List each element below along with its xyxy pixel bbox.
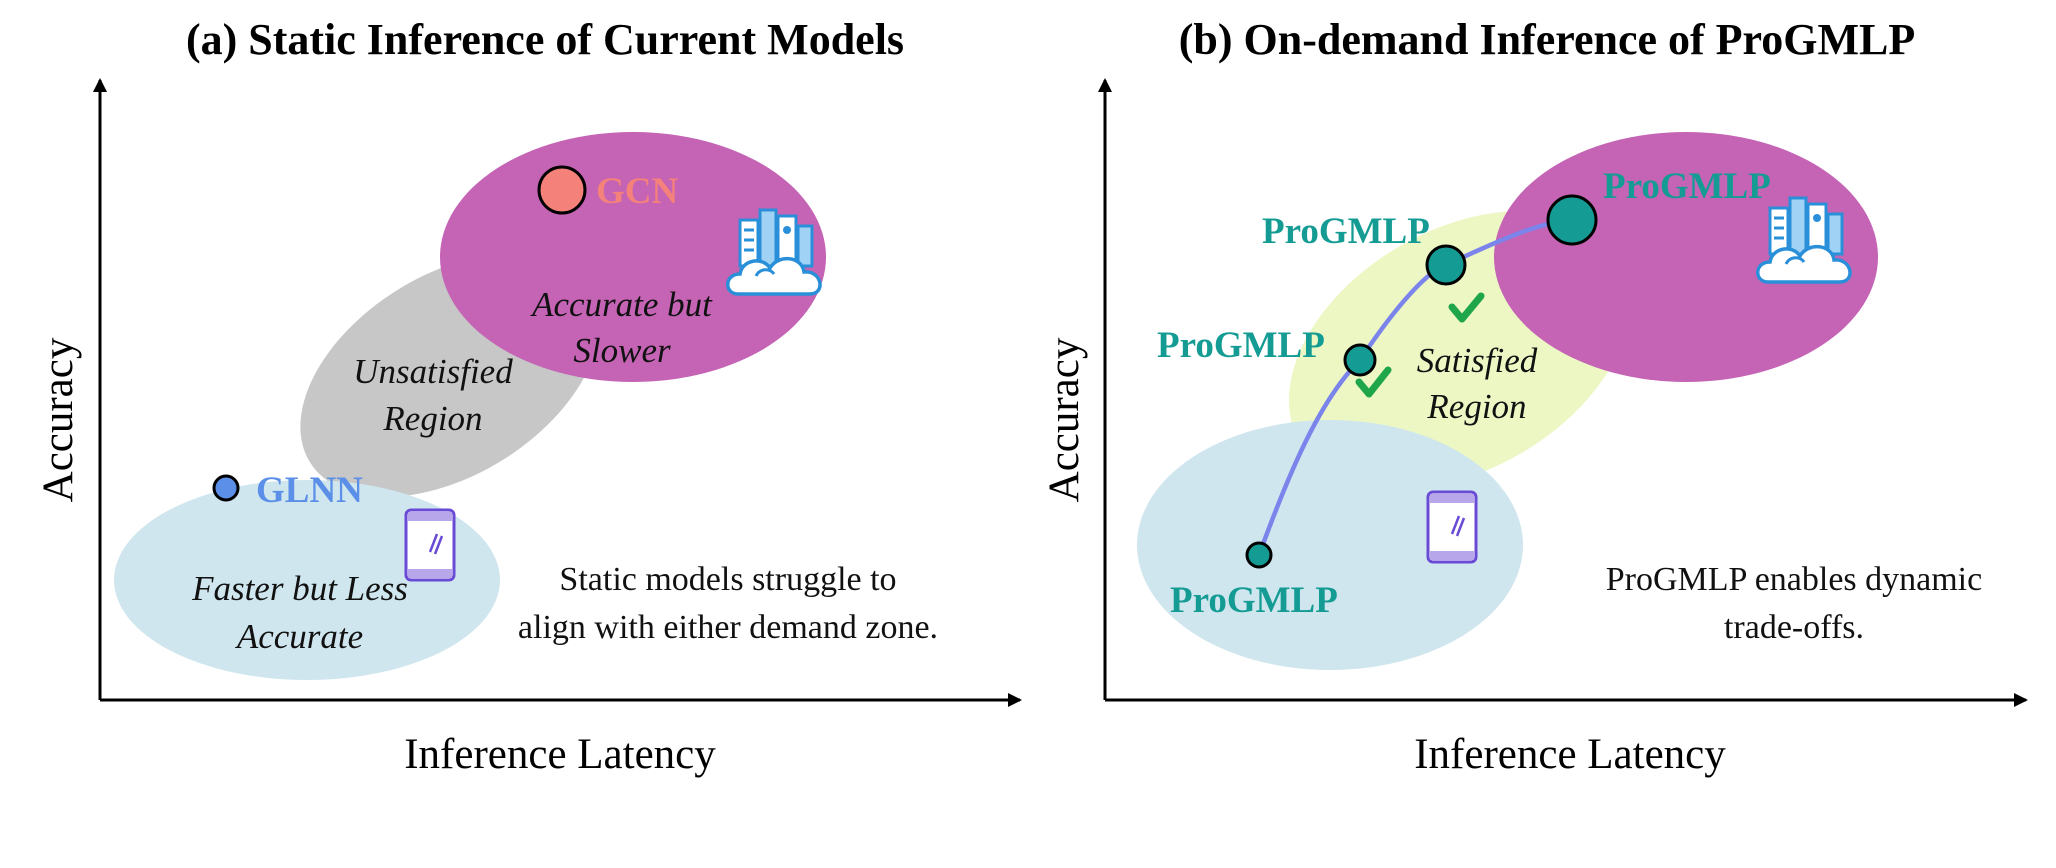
progmlp-label-4: ProGMLP [1603,166,1771,207]
satisfied-region-label-line1: Satisfied [1417,341,1538,380]
panel-b-title: (b) On-demand Inference of ProGMLP [1179,15,1916,64]
gcn-label: GCN [596,171,679,212]
progmlp-marker-1 [1245,541,1273,569]
satisfied-region-label-line2: Region [1426,387,1526,426]
progmlp-marker-2 [1343,343,1377,377]
x-axis-label: Inference Latency [1414,731,1726,778]
device-region [114,480,500,680]
panel-b-caption-line2: trade-offs. [1724,609,1864,646]
progmlp-label-2: ProGMLP [1157,325,1325,366]
device-region-label-line2: Accurate [235,617,363,656]
device-region [1137,420,1523,670]
glnn-label: GLNN [256,470,363,511]
panel-a-caption-line1: Static models struggle to [559,561,896,598]
smartphone-icon [404,508,456,582]
panel-b-caption-line1: ProGMLP enables dynamic [1606,561,1982,598]
smartphone-icon [1426,490,1478,564]
progmlp-label-1: ProGMLP [1170,580,1338,621]
unsatisfied-region-label-line1: Unsatisfied [353,352,513,391]
device-region-label-line1: Faster but Less [191,569,408,608]
x-axis-label: Inference Latency [404,731,716,778]
panel-a: (a) Static Inference of Current Models I… [35,15,1022,778]
server-region-label-line2: Slower [573,331,671,370]
checkmark-icon [1355,366,1392,398]
panel-a-title: (a) Static Inference of Current Models [186,15,904,64]
panel-b: (b) On-demand Inference of ProGMLP Infer… [1041,15,2028,778]
server-region [1494,132,1878,382]
server-region-label-line1: Accurate but [530,285,713,324]
progmlp-marker-4 [1546,194,1598,246]
server-region [440,132,826,382]
unsatisfied-region-label-line2: Region [382,399,482,438]
progmlp-marker-3 [1425,244,1467,286]
y-axis-label: Accuracy [35,337,82,502]
progmlp-label-3: ProGMLP [1262,211,1430,252]
y-axis-label: Accuracy [1041,337,1088,502]
tradeoff-curve [1256,217,1573,556]
panel-a-caption-line2: align with either demand zone. [518,609,938,646]
glnn-marker [212,474,240,502]
gcn-marker [537,165,587,215]
checkmark-icon [1448,292,1485,323]
